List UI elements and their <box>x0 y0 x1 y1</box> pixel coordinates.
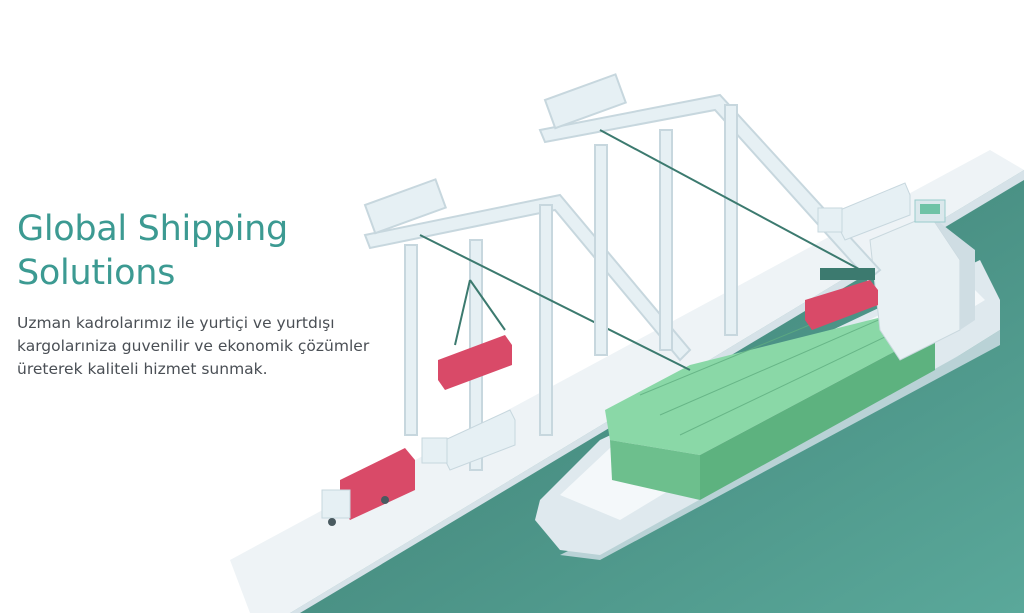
truck-white-2 <box>817 182 911 241</box>
hero-title-line-1: Global Shipping <box>17 209 288 249</box>
container-line <box>679 324 911 436</box>
crane-cabin <box>543 73 628 130</box>
truck-wheel <box>328 518 336 526</box>
hanging-container-left <box>438 279 512 390</box>
crane-leg <box>724 104 738 336</box>
truck-trailer <box>340 448 415 520</box>
container-red <box>805 280 878 330</box>
crane-leg <box>404 244 418 436</box>
ship-bridge <box>869 199 975 361</box>
hanging-container-right <box>805 268 878 330</box>
container-stack-top <box>605 305 935 455</box>
spreader <box>820 268 875 280</box>
bridge-side <box>930 215 975 330</box>
hero-title-line-2: Solutions <box>17 253 176 293</box>
crane-leg <box>594 144 608 356</box>
truck-cab <box>421 437 448 464</box>
crane-cable <box>599 129 871 276</box>
crane-cabin <box>363 178 448 235</box>
container-red <box>438 335 512 390</box>
container-stack-side <box>700 330 935 500</box>
truck-white <box>421 409 516 471</box>
hoist-cable <box>469 279 506 331</box>
hero-text-block: Global Shipping Solutions Uzman kadrolar… <box>17 207 387 381</box>
gantry-crane-right <box>538 73 882 356</box>
hero-description-line-1: Uzman kadrolarımız ile yurtiçi ve yurtdı… <box>17 314 335 332</box>
hero-description-line-3: üreterek kaliteli hizmet sunmak. <box>17 360 268 378</box>
crane-beam <box>363 193 692 362</box>
crane-cable <box>419 234 691 371</box>
ship-containers <box>605 299 935 500</box>
hero-title: Global Shipping Solutions <box>17 207 387 295</box>
crane-leg <box>659 129 673 351</box>
quay-pier <box>230 150 1024 613</box>
crane-leg <box>539 204 553 436</box>
truck-cab <box>321 489 351 519</box>
container-stack-front <box>610 440 700 500</box>
truck-wheel <box>381 496 389 504</box>
hero-description-line-2: kargolarıniza guvenilir ve ekonomik çözü… <box>17 337 370 355</box>
container-line <box>659 314 891 416</box>
truck-cab <box>817 207 843 233</box>
hero-description: Uzman kadrolarımız ile yurtiçi ve yurtdı… <box>17 312 387 381</box>
hoist-cable <box>454 279 471 346</box>
truck-red <box>321 448 415 526</box>
bridge-chimney-top <box>920 204 940 214</box>
